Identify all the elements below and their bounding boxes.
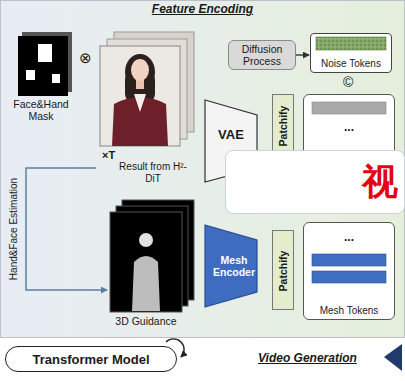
annotation-text: ×T — [102, 149, 115, 161]
bottom-strip — [0, 338, 405, 381]
node-text: Noise Tokens — [321, 58, 381, 69]
mask-hand — [52, 74, 60, 83]
node-text: Patchify — [277, 251, 289, 292]
noise-tokens-fill — [310, 33, 392, 73]
node-text: Mesh Tokens — [320, 305, 379, 316]
annotation-text: 3D Guidance — [110, 315, 182, 327]
node-text: 视 — [362, 164, 398, 200]
annotation-text: Video Generation — [258, 351, 357, 365]
node-text: ... — [344, 230, 354, 244]
node-text: Patchify — [277, 106, 289, 147]
mesh-token-slab — [312, 271, 386, 283]
node-text: Diffusion Process — [229, 43, 295, 67]
photo-face — [131, 59, 149, 81]
mask-face — [38, 44, 52, 62]
panel-background — [1, 1, 405, 338]
noise-token-slab — [316, 37, 386, 50]
guidance-frame — [110, 212, 182, 312]
patchify-box: Patchify — [272, 230, 294, 310]
annotation-text: Result from H²-DiT — [118, 161, 188, 185]
photo-blouse — [134, 94, 146, 112]
token-box: Noise Tokens — [310, 33, 392, 73]
process-box: Diffusion Process — [228, 40, 296, 70]
photo-frame — [100, 46, 180, 146]
annotation-text: Face&Hand Mask — [8, 98, 74, 122]
mesh-token-fill — [303, 222, 395, 320]
mesh-token-slab — [312, 254, 386, 266]
encoder-block: Mesh Encoder — [205, 225, 263, 307]
mask-image — [18, 36, 68, 96]
guidance-body — [132, 256, 160, 311]
diagram-title: Feature Encoding — [0, 2, 405, 16]
overlay-box: 视 — [225, 150, 405, 214]
node-text: Transformer Model — [32, 352, 149, 367]
vae-token-slab — [312, 102, 386, 114]
token-box: ... Mesh Tokens — [303, 222, 395, 320]
guidance-head — [139, 233, 153, 247]
node-text: Mesh Encoder — [205, 254, 263, 278]
arrow-connector — [296, 54, 309, 55]
mask-hand — [26, 70, 35, 80]
annotation-text: ⊗ — [79, 50, 92, 65]
direction-triangle — [384, 344, 402, 371]
node-text: VAE — [218, 127, 244, 142]
transformer-box: Transformer Model — [5, 346, 177, 372]
node-text: ... — [344, 120, 354, 134]
annotation-text: © — [343, 75, 353, 89]
annotation-text: Hand&Face Estimation — [8, 178, 19, 280]
estimation-bracket — [26, 168, 107, 290]
